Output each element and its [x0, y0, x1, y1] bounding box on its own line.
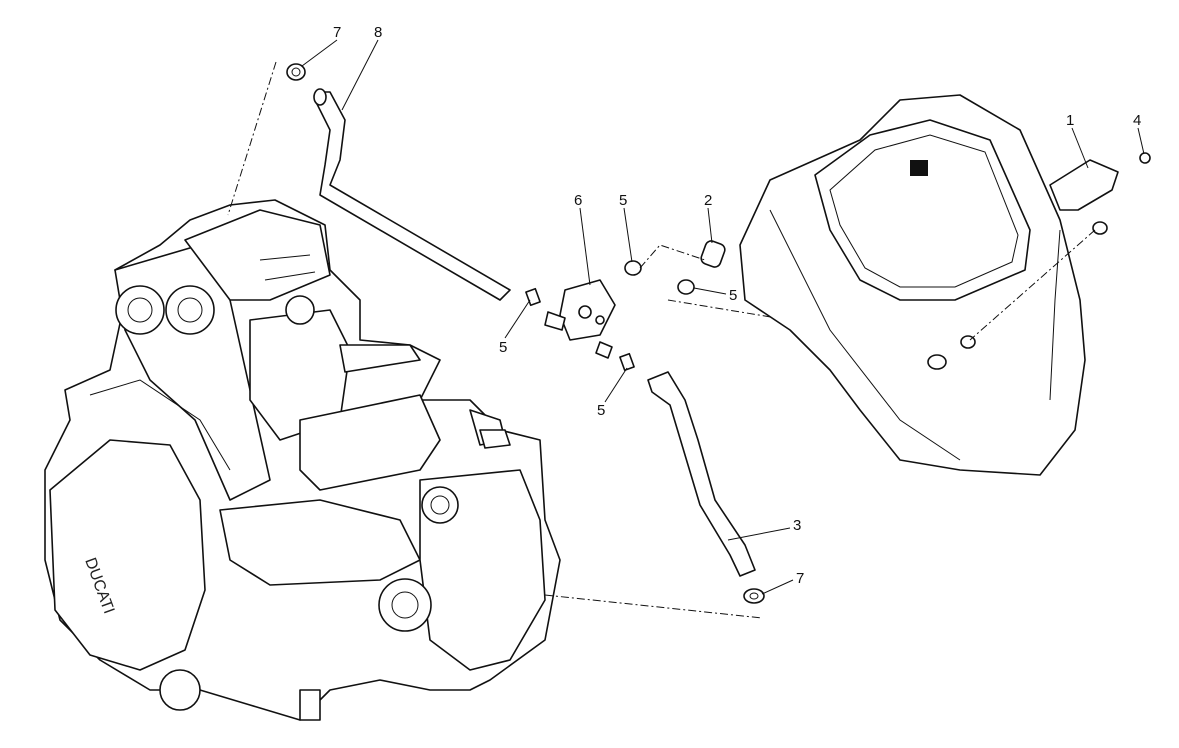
bracket-1 [1049, 152, 1151, 235]
callout-3: 3 [793, 517, 802, 534]
clamp-7-top [286, 63, 306, 81]
leader-dash-7-top [227, 61, 277, 216]
callout-6: 6 [574, 192, 583, 209]
callout-7-bottom: 7 [796, 570, 805, 587]
callout-7-top: 7 [333, 24, 342, 41]
callout-2: 2 [704, 192, 713, 209]
leader-dash-bracket [969, 229, 1096, 341]
hose-8 [313, 88, 511, 301]
callout-1: 1 [1066, 112, 1075, 129]
leader-dash-5 [639, 244, 706, 269]
callout-5-bottom: 5 [597, 402, 606, 419]
leader-lines [301, 39, 1145, 595]
callout-8: 8 [374, 24, 383, 41]
clamp-7-bottom [743, 588, 765, 604]
callout-4: 4 [1133, 112, 1142, 129]
hose-3 [647, 371, 756, 577]
engine-illustration: DUCATI [44, 199, 561, 721]
airbox-illustration [739, 94, 1086, 476]
valve-6 [525, 240, 726, 372]
callout-5-top: 5 [619, 192, 628, 209]
leader-dash-7-bottom [544, 594, 763, 619]
callout-5-right: 5 [729, 287, 738, 304]
callout-5-left: 5 [499, 339, 508, 356]
